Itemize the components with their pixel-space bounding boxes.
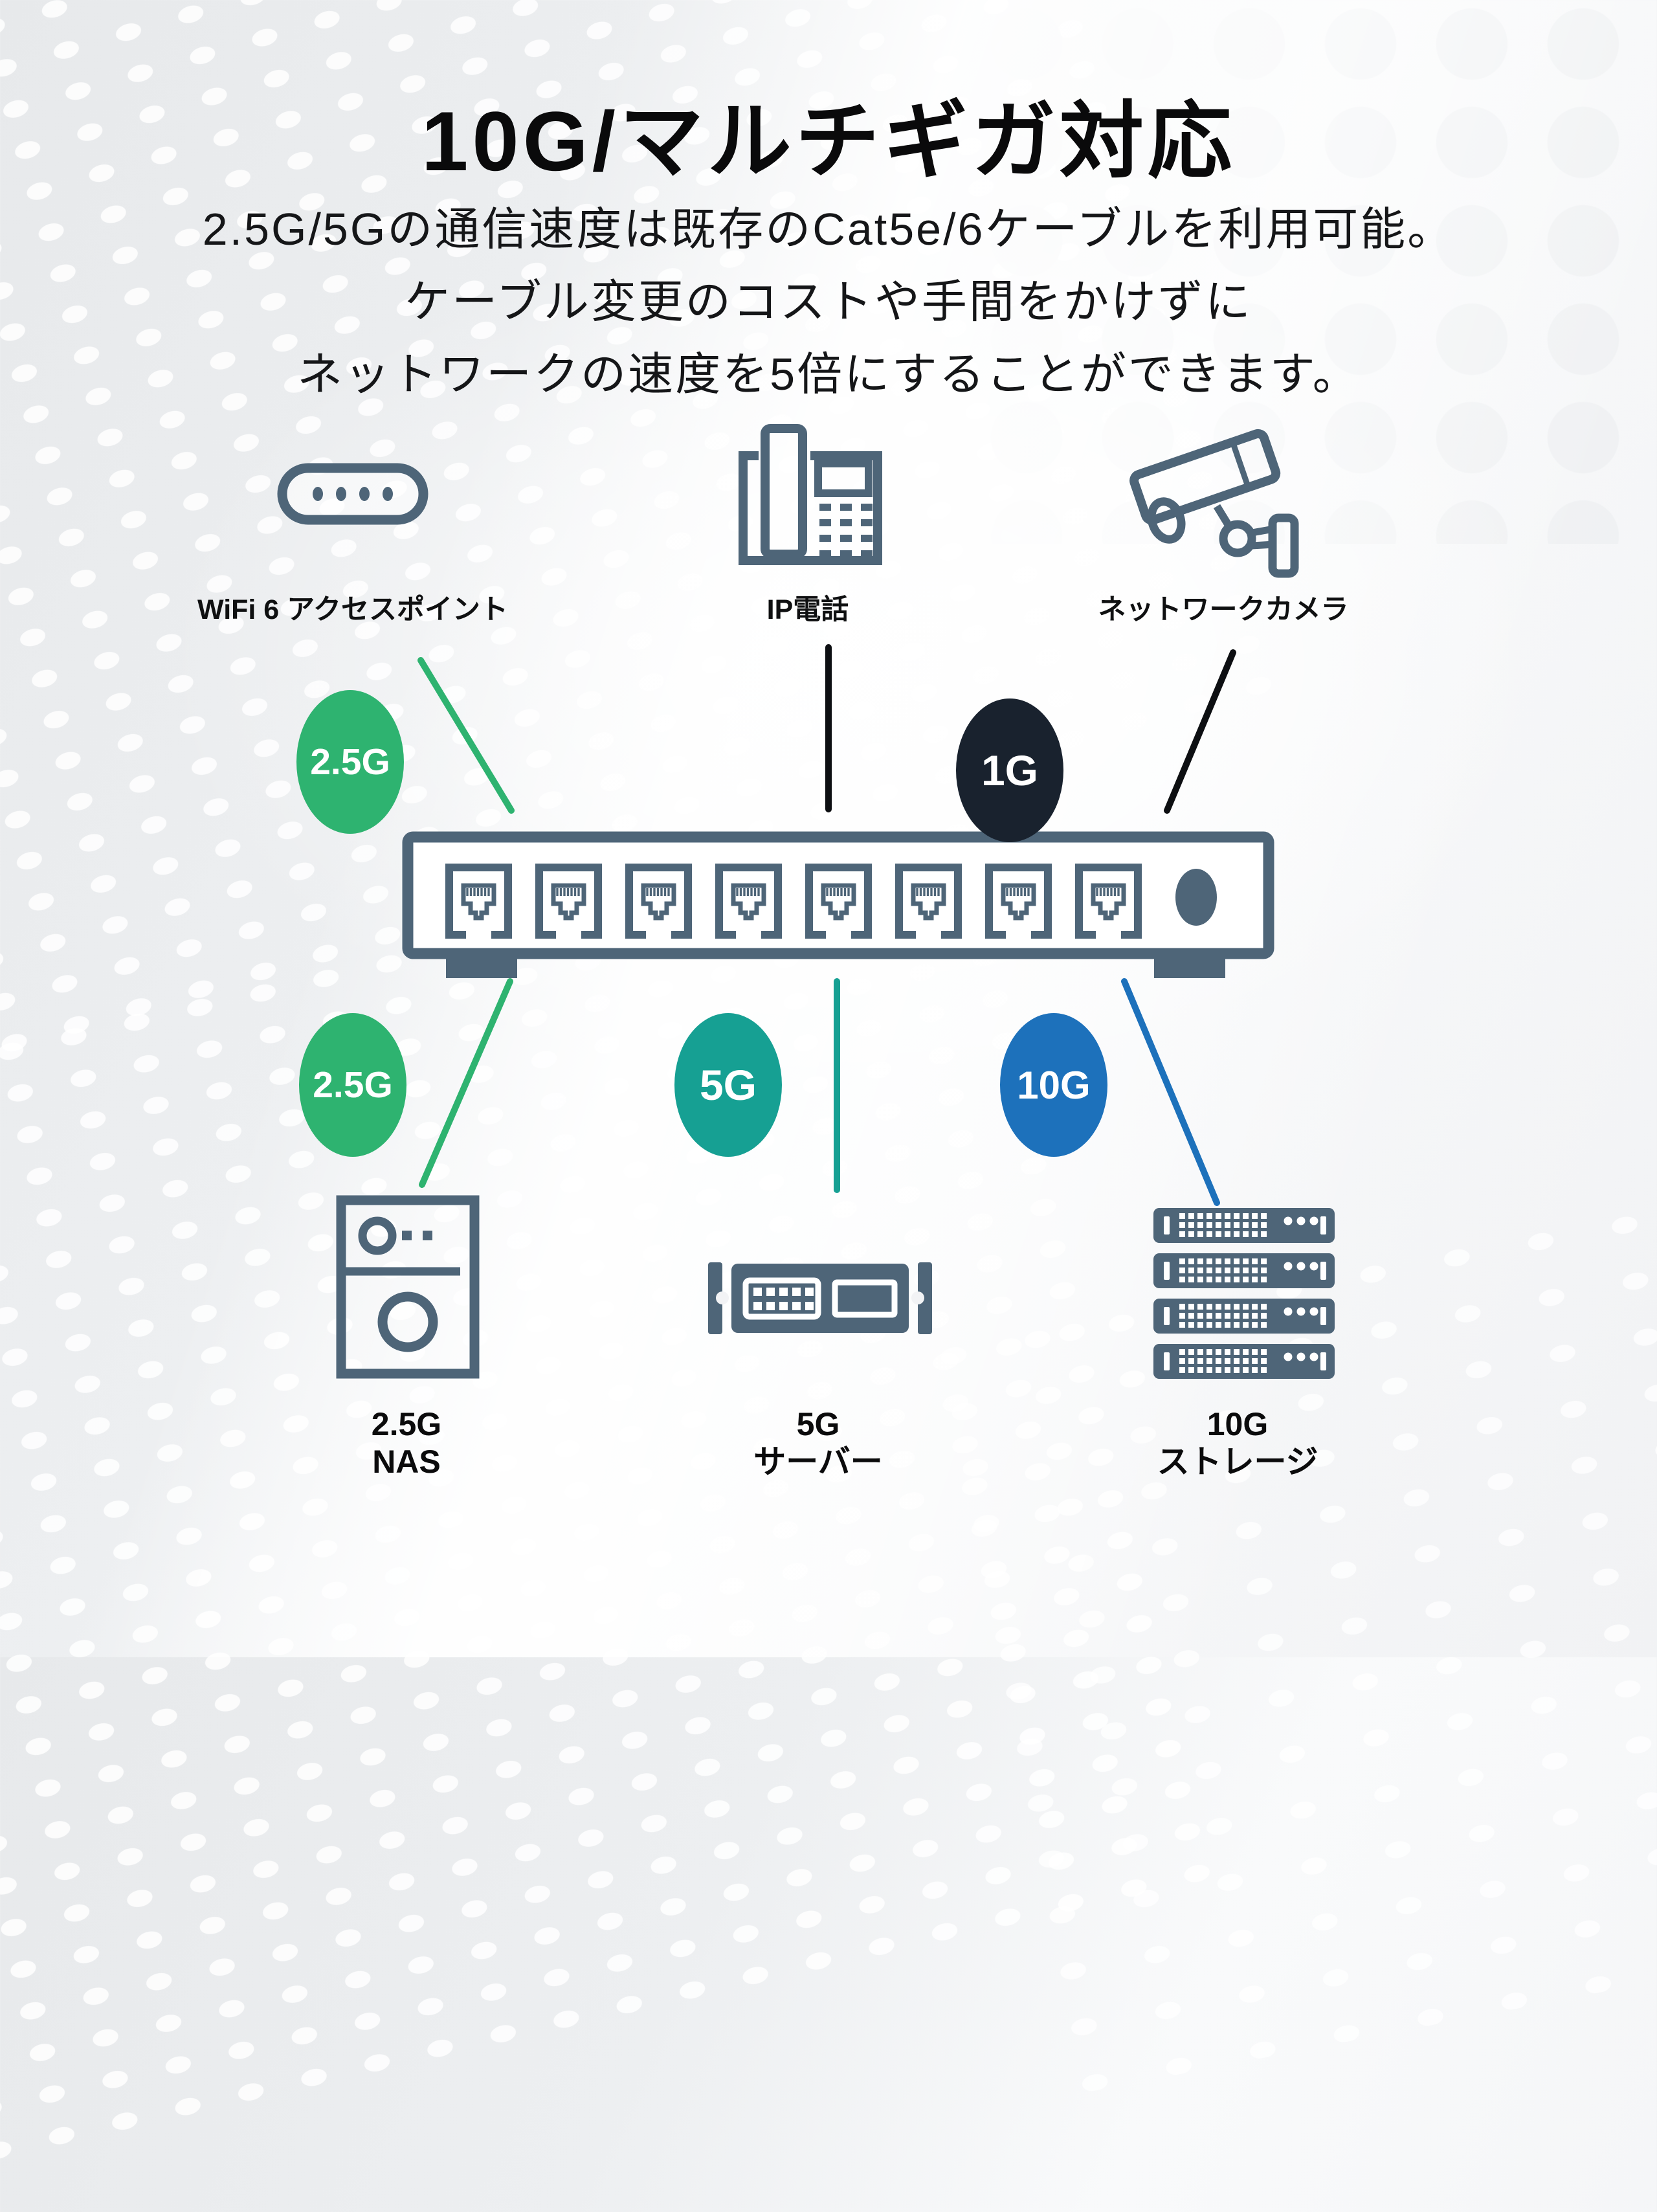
subtitle-line-3: ネットワークの速度を5倍にすることができます。 (297, 349, 1360, 399)
nas-label: 2.5G NAS (372, 1405, 441, 1480)
wifi-access-point-label: WiFi 6 アクセスポイント (197, 594, 509, 625)
cable-wifi-to-switch (417, 657, 515, 814)
rack-server-icon (708, 1262, 932, 1334)
network-switch-icon (402, 831, 1274, 978)
page-subtitle: 2.5G/5Gの通信速度は既存のCat5e/6ケーブルを利用可能。 ケーブル変更… (0, 193, 1657, 410)
nas-label-speed: 2.5G (371, 1406, 442, 1442)
cable-camera-to-switch (1164, 649, 1236, 814)
server-label-name: サーバー (753, 1444, 883, 1480)
subtitle-line-1: 2.5G/5Gの通信速度は既存のCat5e/6ケーブルを利用可能。 (202, 204, 1455, 254)
speed-badge-10g: 10G (1000, 1013, 1107, 1157)
switch-led (1175, 869, 1217, 926)
server-label: 5G サーバー (753, 1405, 883, 1480)
storage-rack-unit (1153, 1299, 1335, 1334)
subtitle-line-2: ケーブル変更のコストや手間をかけずに (405, 276, 1252, 327)
ip-phone-label: IP電話 (766, 594, 849, 625)
storage-label-name: ストレージ (1157, 1444, 1318, 1480)
storage-array-icon (1153, 1208, 1335, 1379)
cable-switch-to-storage (1121, 978, 1220, 1206)
switch-foot (446, 954, 517, 978)
storage-rack-unit (1153, 1208, 1335, 1243)
network-diagram (277, 424, 1335, 1379)
speed-badge-1g: 1G (956, 698, 1063, 842)
storage-label: 10G ストレージ (1157, 1405, 1318, 1480)
speed-badge-2-5g-top: 2.5G (296, 690, 404, 834)
nas-label-name: NAS (372, 1444, 441, 1480)
security-camera-label: ネットワークカメラ (1098, 594, 1349, 625)
server-label-speed: 5G (796, 1406, 840, 1442)
ip-phone-icon (739, 424, 882, 565)
storage-label-speed: 10G (1207, 1406, 1269, 1442)
storage-rack-unit (1153, 1344, 1335, 1379)
speed-badge-2-5g-bottom: 2.5G (299, 1013, 406, 1157)
storage-rack-unit (1153, 1253, 1335, 1288)
switch-foot (1154, 954, 1225, 978)
cable-switch-to-nas (419, 978, 513, 1188)
wifi-access-point-icon (277, 463, 428, 525)
speed-badge-5g: 5G (674, 1013, 782, 1157)
security-camera-icon (1129, 429, 1299, 578)
nas-tower-icon (336, 1195, 480, 1379)
page-title: 10G/マルチギガ対応 (421, 94, 1236, 188)
